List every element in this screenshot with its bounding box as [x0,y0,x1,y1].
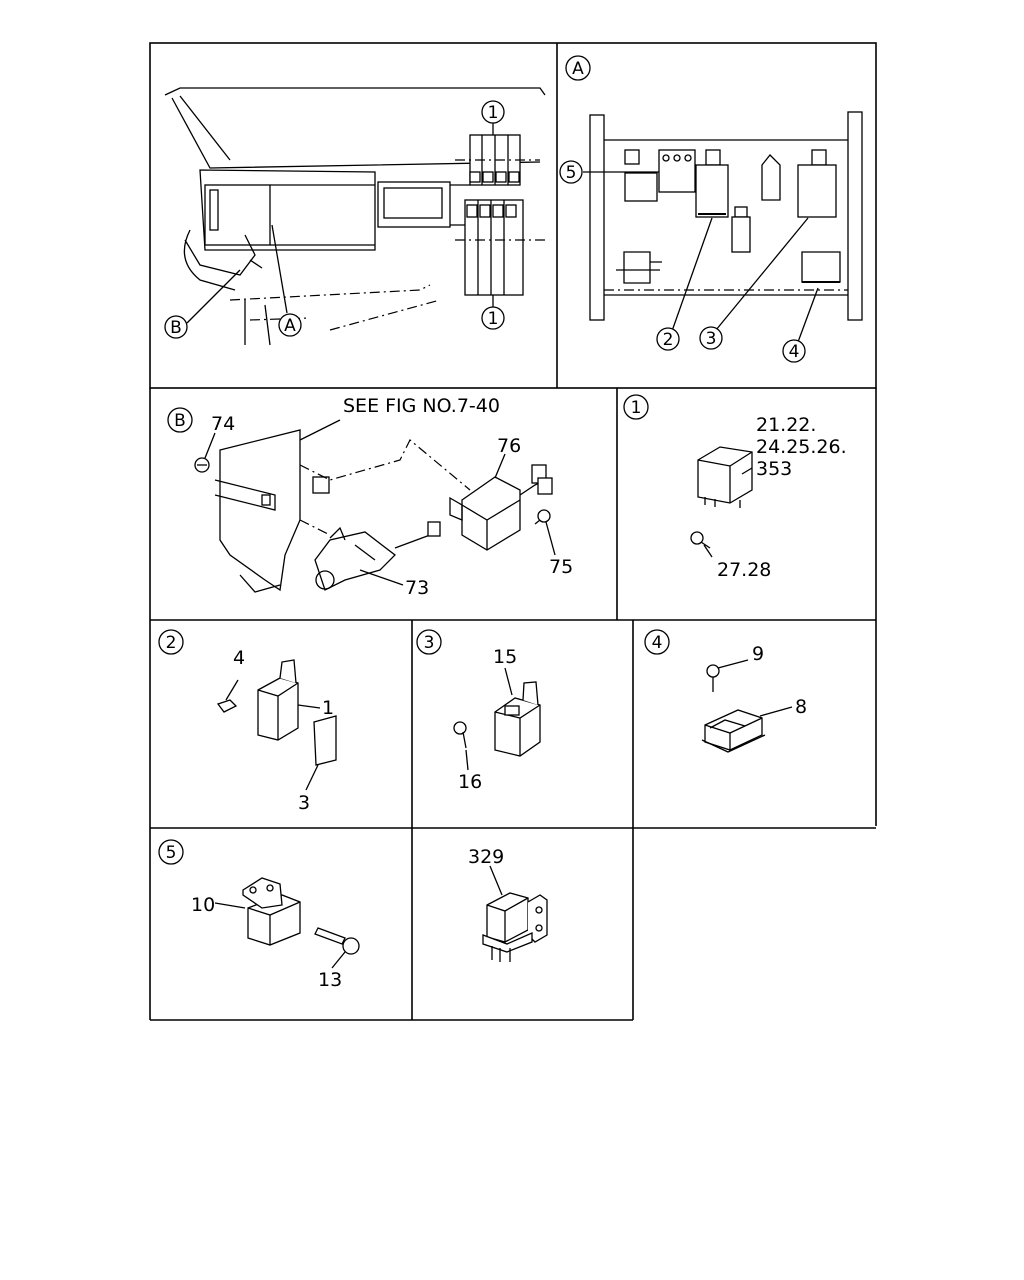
svg-text:A: A [284,316,296,336]
callout-4-bracket: 4 [782,339,806,363]
svg-text:5: 5 [166,843,177,863]
relay-codes-line-1: 21.22. [756,414,816,436]
svg-text:A: A [572,59,584,79]
svg-text:B: B [170,318,182,338]
part-number-4: 4 [233,647,245,669]
callout-3-detail: 3 [416,629,442,655]
part-number-15: 15 [493,646,517,668]
svg-text:3: 3 [706,329,717,349]
relay-codes-line-2: 24.25.26. [756,436,847,458]
part-number-13: 13 [318,969,342,991]
panel-b-bracket-assembly [194,419,556,593]
callout-2-bracket: 2 [656,327,680,351]
svg-text:2: 2 [663,330,674,350]
callout-4-detail: 4 [644,629,670,655]
callout-b-detail: B [167,407,193,433]
svg-text:1: 1 [488,309,499,329]
part-number-3: 3 [298,792,310,814]
callout-1-detail: 1 [623,394,649,420]
callout-5-bracket: 5 [559,160,583,184]
callout-a-overview: A [278,313,302,337]
see-fig-reference: SEE FIG NO.7-40 [343,395,500,417]
callout-5-detail: 5 [158,839,184,865]
svg-text:B: B [174,411,186,431]
svg-text:4: 4 [652,633,663,653]
panel-relay-bracket-a [583,111,863,343]
panel-relay-329-detail [482,865,548,962]
part-number-75: 75 [549,556,573,578]
part-number-10: 10 [191,894,215,916]
panel-grid [149,42,877,1021]
callout-1-top: 1 [481,100,505,124]
callout-2-detail: 2 [158,629,184,655]
callout-1-bottom: 1 [481,306,505,330]
svg-text:4: 4 [789,342,800,362]
callout-a-detail: A [565,55,591,81]
part-number-27-28: 27.28 [717,559,771,581]
svg-text:2: 2 [166,633,177,653]
panel-dashboard-overview [164,87,546,346]
svg-text:3: 3 [424,633,435,653]
panel-relay-4-detail [701,659,793,753]
svg-text:5: 5 [566,163,577,183]
part-number-1: 1 [322,697,334,719]
relay-codes-line-3: 353 [756,458,792,480]
callout-3-bracket: 3 [699,326,723,350]
part-number-16: 16 [458,771,482,793]
part-number-73: 73 [405,577,429,599]
panel-relay-5-detail [214,877,360,969]
part-number-76: 76 [497,435,521,457]
panel-relay-1-detail [690,446,753,558]
relay-stack-bottom [464,199,524,296]
part-number-8: 8 [795,696,807,718]
part-number-74: 74 [211,413,235,435]
svg-text:1: 1 [488,103,499,123]
part-number-9: 9 [752,643,764,665]
panel-relay-2-detail [216,659,337,791]
svg-text:1: 1 [631,398,642,418]
part-number-329: 329 [468,846,504,868]
callout-b-overview: B [164,315,188,339]
panel-relay-3-detail [453,667,541,771]
